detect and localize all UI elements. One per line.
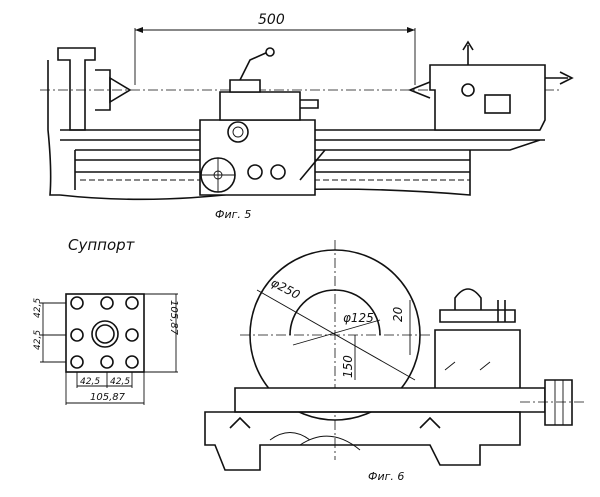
dim-phi125: φ125 [343, 311, 374, 325]
cross-slide-screw [300, 99, 319, 109]
dimension-500: 500 [134, 12, 416, 85]
cross-slide [219, 91, 301, 121]
headstock-center [109, 76, 132, 104]
dim-h1: 42,5 [80, 377, 100, 387]
toolpost-handle [239, 51, 269, 81]
toolpost-plate [65, 293, 145, 373]
tailstock [429, 64, 546, 131]
bed-section [204, 411, 521, 471]
tailstock-clamp [462, 40, 474, 65]
tailstock-lock [484, 94, 511, 114]
dim-width: 105,87 [90, 392, 126, 403]
saddle [234, 387, 546, 413]
carriage-dial [227, 121, 249, 143]
dim-height: 105,87 [168, 300, 179, 336]
dim-v1: 42,5 [33, 298, 43, 318]
dim-500-label: 500 [258, 12, 285, 28]
tailstock-dial [461, 83, 475, 97]
carriage-plan-title: Суппорт [68, 236, 136, 254]
figure-5-lathe: 500 Фиг. 5 [40, 12, 574, 221]
clamp-screw [497, 300, 506, 322]
feed-lever[interactable] [299, 149, 326, 181]
tailstock-center [407, 81, 431, 99]
dim-20: 20 [391, 306, 405, 322]
apron-knob-1 [247, 164, 263, 180]
bed-prisms [229, 416, 441, 429]
headstock [57, 47, 96, 131]
bed-left-end [47, 60, 60, 196]
cross-slide-end [434, 329, 521, 391]
mounting-holes [70, 296, 139, 369]
toolpost [229, 79, 261, 93]
dim-phi250: φ250 [269, 275, 303, 302]
carriage-plan: Суппорт 42,5 42,5 105,87 42,5 42,5 105,8… [33, 236, 179, 405]
dim-h2: 42,5 [110, 377, 130, 387]
toolpost-knob [265, 47, 275, 57]
figure-6-caption: Фиг. 6 [368, 470, 404, 483]
toolpost-top [454, 288, 482, 310]
dim-150: 150 [341, 355, 355, 378]
toolpost-end [439, 309, 516, 323]
figure-6-section: φ250 φ125 20 150 Фиг. 6 [204, 240, 585, 483]
tailstock-handwheel[interactable] [545, 71, 574, 85]
dim-v2: 42,5 [33, 330, 43, 350]
cross-feed-handwheel[interactable] [544, 379, 573, 426]
figure-5-caption: Фиг. 5 [215, 208, 251, 221]
apron-knob-2 [270, 164, 286, 180]
